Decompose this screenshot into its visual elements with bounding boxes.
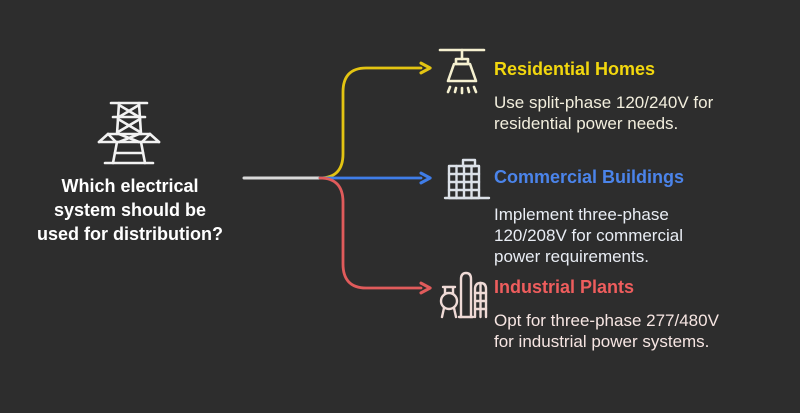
ceiling-lamp-icon xyxy=(438,48,486,95)
branch-title-industrial: Industrial Plants xyxy=(494,277,635,297)
branch-line-industrial xyxy=(318,176,432,295)
branch-title-commercial: Commercial Buildings xyxy=(494,167,685,187)
office-building-icon xyxy=(443,158,491,200)
question-text: Which electrical system should be used f… xyxy=(37,176,223,244)
branch-description-residential: Use split-phase 120/240V for residential… xyxy=(494,93,714,133)
branch-description-industrial: Opt for three-phase 277/480V for industr… xyxy=(494,311,719,351)
factory-icon xyxy=(439,271,488,319)
branch-description-commercial: Implement three-phase 120/208V for comme… xyxy=(494,205,683,266)
branch-line-residential xyxy=(318,61,432,180)
transmission-tower-icon xyxy=(97,101,161,165)
branch-title-residential: Residential Homes xyxy=(494,59,656,79)
